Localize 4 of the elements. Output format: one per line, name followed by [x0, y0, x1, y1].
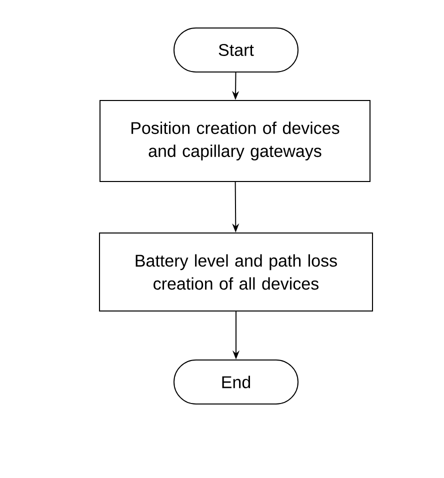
terminal-pill: End — [174, 360, 298, 404]
process-box: Position creation of devices and capillary gateways — [100, 100, 370, 182]
terminal-pill: Start — [174, 28, 298, 72]
process-box: Battery level and path loss creation of all devices — [99, 232, 373, 312]
